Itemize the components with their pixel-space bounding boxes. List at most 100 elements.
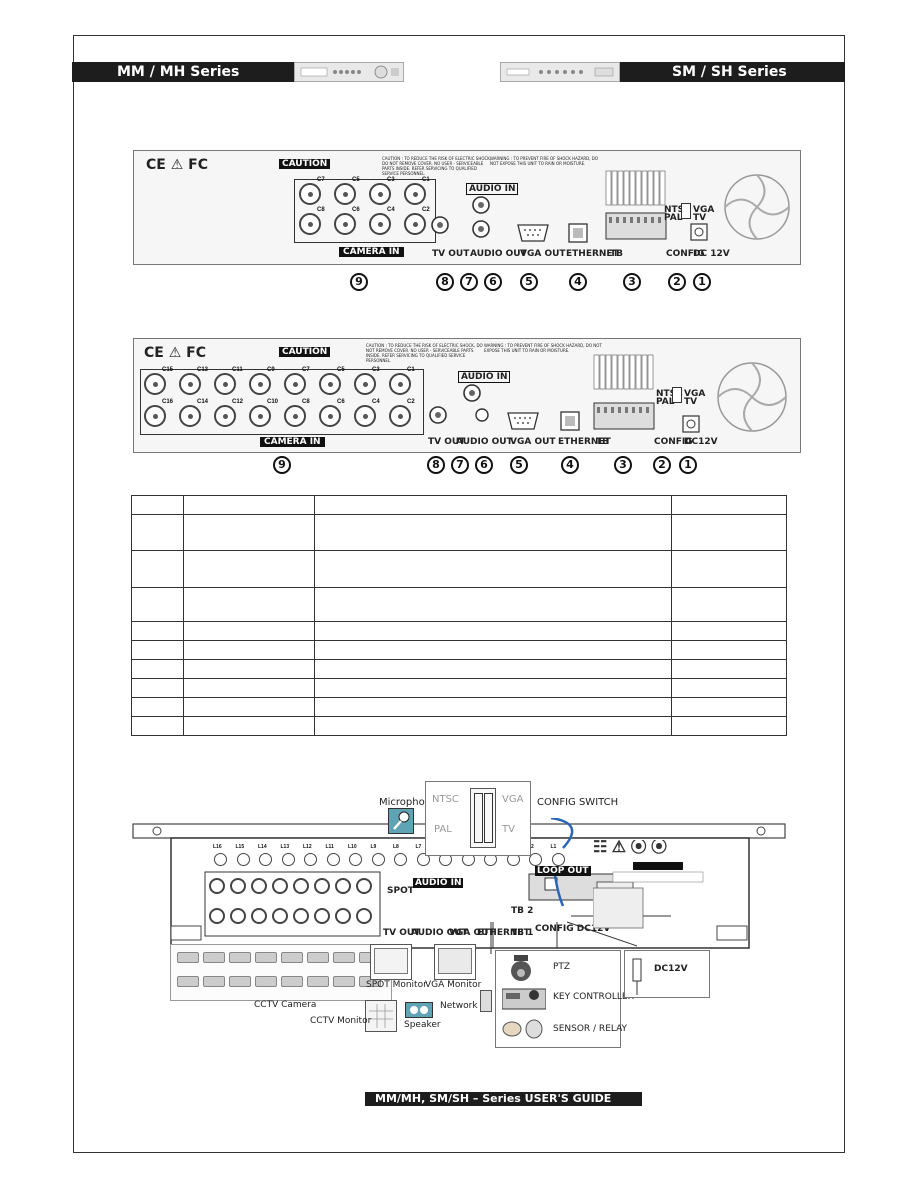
loop-out-label: LOOP OUT (535, 866, 591, 876)
channel-label: C2 (407, 399, 415, 405)
microphone-icon (388, 808, 414, 834)
tb-label: TB (596, 437, 609, 447)
callout-marker: 7 (451, 456, 469, 474)
table-cell (670, 587, 788, 622)
ethernet-port-icon (560, 411, 580, 431)
callout-marker: 1 (679, 456, 697, 474)
ethernet-label: ETHERNET (566, 249, 619, 259)
config-label: CONFIG (654, 437, 693, 447)
dc-jack-icon (690, 223, 708, 241)
cctv-camera-icon (333, 952, 355, 963)
table-row (131, 697, 788, 717)
connection-diagram: L16L15L14L13L12L11L10L9L8L7L6L5L4L3L2L1 … (131, 818, 787, 996)
svg-text:☷ ⚠ ⦿ ⦿: ☷ ⚠ ⦿ ⦿ (593, 840, 667, 856)
loop-label: L9 (370, 844, 377, 850)
sensor-relay-icon (502, 1019, 543, 1039)
bnc-connector: C5 (319, 367, 355, 395)
network-plug-icon (480, 990, 492, 1012)
bnc-connector: C7 (284, 367, 320, 395)
config-switch[interactable] (681, 203, 691, 219)
dc-power-box (624, 950, 710, 998)
callout-ntsc-label: NTSC (432, 794, 459, 805)
bnc-connector: C6 (319, 399, 355, 427)
bnc-jack-icon (319, 373, 341, 395)
bnc-connector: C1 (389, 367, 425, 395)
cctv-camera-icon (177, 952, 199, 963)
channel-label: C15 (162, 367, 174, 373)
callout-marker: 9 (273, 456, 291, 474)
channel-label: C10 (267, 399, 279, 405)
bnc-jack-icon (272, 878, 288, 894)
channel-label: C7 (302, 367, 310, 373)
cctv-camera-icon (281, 952, 303, 963)
table-cell (313, 640, 672, 660)
channel-label: C7 (317, 177, 325, 183)
channel-label: C8 (317, 207, 325, 213)
callout-marker: 6 (484, 273, 502, 291)
loop-connector: L8 (391, 844, 411, 868)
bnc-jack-icon (354, 373, 376, 395)
bnc-jack-icon (214, 373, 236, 395)
table-row (131, 587, 788, 622)
bnc-jack-icon (214, 405, 236, 427)
bnc-jack-icon (356, 878, 372, 894)
ntsc-label: NTSC (656, 389, 683, 399)
audio-out-label: AUDIO OUT (411, 928, 468, 938)
table-row (131, 495, 788, 515)
table-cell (131, 514, 184, 551)
tb1-label: TB 1 (511, 928, 534, 938)
bnc-connector: C6 (334, 207, 370, 235)
camera-in-label: CAMERA IN (260, 437, 325, 447)
table-cell (313, 621, 672, 641)
loop-label: L10 (348, 844, 357, 850)
cctv-camera-icon (281, 976, 303, 987)
cctv-camera-icon (229, 976, 251, 987)
table-cell (313, 697, 672, 717)
bnc-jack-icon (179, 373, 201, 395)
bnc-jack-icon (236, 853, 250, 866)
cctv-camera-box (170, 944, 392, 1001)
bnc-connector: C2 (404, 207, 440, 235)
bnc-jack-icon (389, 405, 411, 427)
bnc-jack-icon (272, 908, 288, 924)
loop-connector: L10 (346, 844, 366, 868)
bnc-jack-icon (251, 908, 267, 924)
tv-out-label: TV OUT (428, 437, 466, 447)
bnc-jack-icon (293, 878, 309, 894)
dc12v-label: DC12V (654, 964, 688, 974)
audio-tv-connectors (429, 384, 489, 424)
vga-out-label: VGA OUT (510, 437, 556, 447)
cctv-camera-icon (203, 976, 225, 987)
bnc-jack-icon (284, 373, 306, 395)
bnc-jack-icon (209, 878, 225, 894)
table-cell (670, 621, 788, 641)
tb-label: TB (610, 249, 623, 259)
loop-row: L16L15L14L13L12L11L10L9L8L7L6L5L4L3L2L1 (211, 844, 571, 868)
table-cell (670, 659, 788, 679)
callout-marker: 8 (436, 273, 454, 291)
network-label: Network (440, 1001, 478, 1011)
channel-label: C5 (352, 177, 360, 183)
table-row (131, 716, 788, 736)
bnc-connector: C12 (214, 399, 250, 427)
channel-label: C12 (232, 399, 244, 405)
config-dc-label: CONFIG DC12V (535, 924, 611, 934)
vga-monitor-label: VGA Monitor (425, 980, 482, 990)
table-cell (313, 659, 672, 679)
caution-text: CAUTION : TO REDUCE THE RISK OF ELECTRIC… (382, 156, 492, 176)
channel-label: C13 (197, 367, 209, 373)
cctv-monitor-icon (365, 1000, 397, 1032)
channel-label: C8 (302, 399, 310, 405)
bnc-jack-icon (249, 373, 271, 395)
table-cell (131, 495, 184, 515)
bnc-jack-icon (284, 405, 306, 427)
bnc-jack-icon (335, 878, 351, 894)
table-cell (182, 678, 315, 698)
bnc-connector: C2 (389, 399, 425, 427)
config-switch[interactable] (672, 387, 682, 403)
connector-table (131, 495, 788, 736)
bnc-jack-icon (259, 853, 272, 866)
